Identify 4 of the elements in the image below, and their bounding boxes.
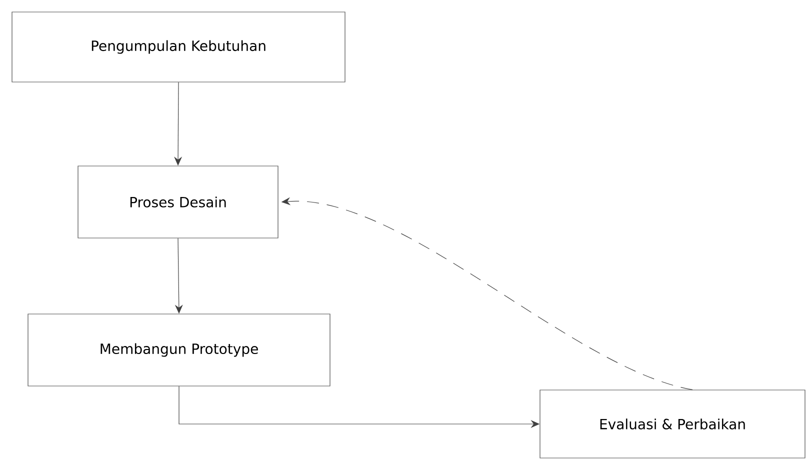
process-box: Evaluasi & Perbaikan — [540, 390, 806, 458]
process-box: Proses Desain — [78, 166, 278, 238]
process-box: Membangun Prototype — [28, 314, 330, 386]
process-box: Pengumpulan Kebutuhan — [12, 12, 346, 82]
